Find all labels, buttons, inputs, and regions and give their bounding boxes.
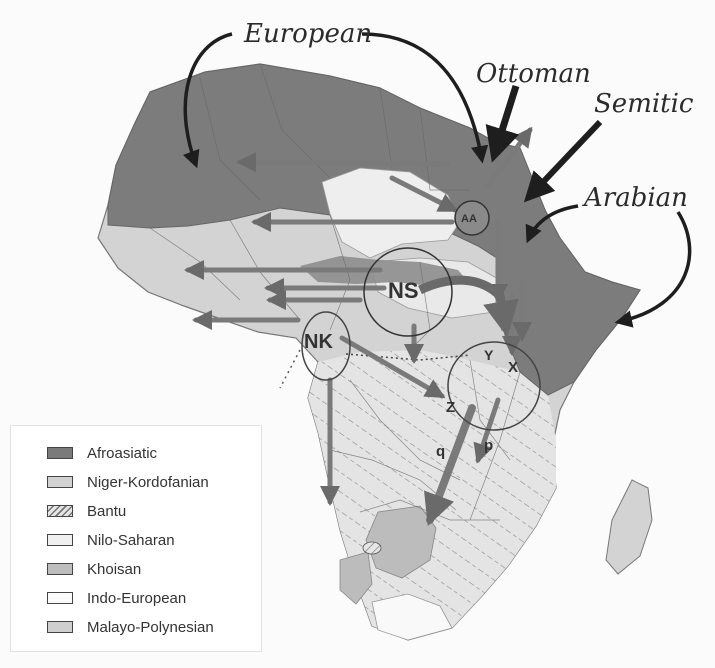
arrow-ns-east bbox=[418, 275, 519, 338]
aa-circle bbox=[454, 200, 490, 236]
nk-circle bbox=[301, 311, 351, 381]
legend-swatch bbox=[47, 447, 73, 459]
legend-item-niger-kordofanian: Niger-Kordofanian bbox=[47, 473, 209, 491]
legend-label: Bantu bbox=[87, 502, 127, 520]
dotted-coast-line bbox=[279, 349, 301, 389]
legend-item-malayo-polynesian: Malayo-Polynesian bbox=[47, 618, 214, 636]
label-aa: AA bbox=[461, 213, 477, 225]
label-p: p bbox=[484, 437, 493, 454]
arrow-north-west-1 bbox=[236, 152, 451, 173]
label-ns: NS bbox=[388, 278, 419, 303]
label-nk: NK bbox=[304, 331, 333, 353]
legend-label: Niger-Kordofanian bbox=[87, 473, 209, 491]
label-semitic: Semitic bbox=[594, 89, 694, 119]
legend-item-nilo-saharan: Nilo-Saharan bbox=[47, 531, 175, 549]
sahel-dark-strip bbox=[300, 256, 470, 286]
madagascar-island bbox=[605, 479, 653, 575]
arrow-to-aa bbox=[389, 175, 459, 213]
legend-item-afroasiatic: Afroasiatic bbox=[47, 444, 157, 462]
arrow-european-east bbox=[361, 32, 489, 164]
small-hatched-area bbox=[362, 541, 382, 555]
legend-swatch-hatched bbox=[47, 505, 73, 517]
xy-circle bbox=[447, 341, 541, 431]
arrow-ottoman bbox=[485, 84, 520, 163]
legend-swatch bbox=[47, 621, 73, 633]
arrow-arabian-south bbox=[614, 211, 692, 328]
label-y: Y bbox=[484, 347, 494, 363]
legend-item-bantu: Bantu bbox=[47, 502, 126, 520]
label-q: q bbox=[436, 443, 445, 460]
arrow-semitic bbox=[523, 119, 603, 203]
legend-label: Afroasiatic bbox=[87, 444, 158, 462]
legend-swatch bbox=[47, 476, 73, 488]
legend-label: Khoisan bbox=[87, 560, 142, 578]
legend-item-khoisan: Khoisan bbox=[47, 560, 141, 578]
arrow-z-south bbox=[424, 404, 476, 526]
bantu-zone bbox=[308, 350, 556, 640]
label-ottoman: Ottoman bbox=[476, 59, 591, 89]
ns-circle bbox=[363, 247, 453, 337]
legend-swatch bbox=[47, 534, 73, 546]
label-european: European bbox=[243, 19, 372, 49]
arrow-arabian-north bbox=[525, 204, 579, 244]
indo-european-zone bbox=[371, 593, 453, 641]
arrow-european-west bbox=[182, 32, 233, 169]
arrow-nk-z bbox=[339, 335, 446, 399]
label-arabian: Arabian bbox=[582, 183, 688, 213]
legend-label: Nilo-Saharan bbox=[87, 531, 175, 549]
legend-label: Malayo-Polynesian bbox=[87, 618, 214, 636]
label-x: X bbox=[508, 359, 518, 376]
legend-swatch bbox=[47, 563, 73, 575]
origin-arrows bbox=[182, 32, 692, 328]
legend-item-indo-european: Indo-European bbox=[47, 589, 186, 607]
legend: Afroasiatic Niger-Kordofanian Bantu Nilo… bbox=[10, 425, 262, 652]
legend-swatch bbox=[47, 592, 73, 604]
legend-label: Indo-European bbox=[87, 589, 187, 607]
nilo-saharan-patch bbox=[321, 167, 461, 259]
khoisan-zone-2 bbox=[339, 551, 373, 605]
label-z: Z bbox=[446, 399, 455, 416]
